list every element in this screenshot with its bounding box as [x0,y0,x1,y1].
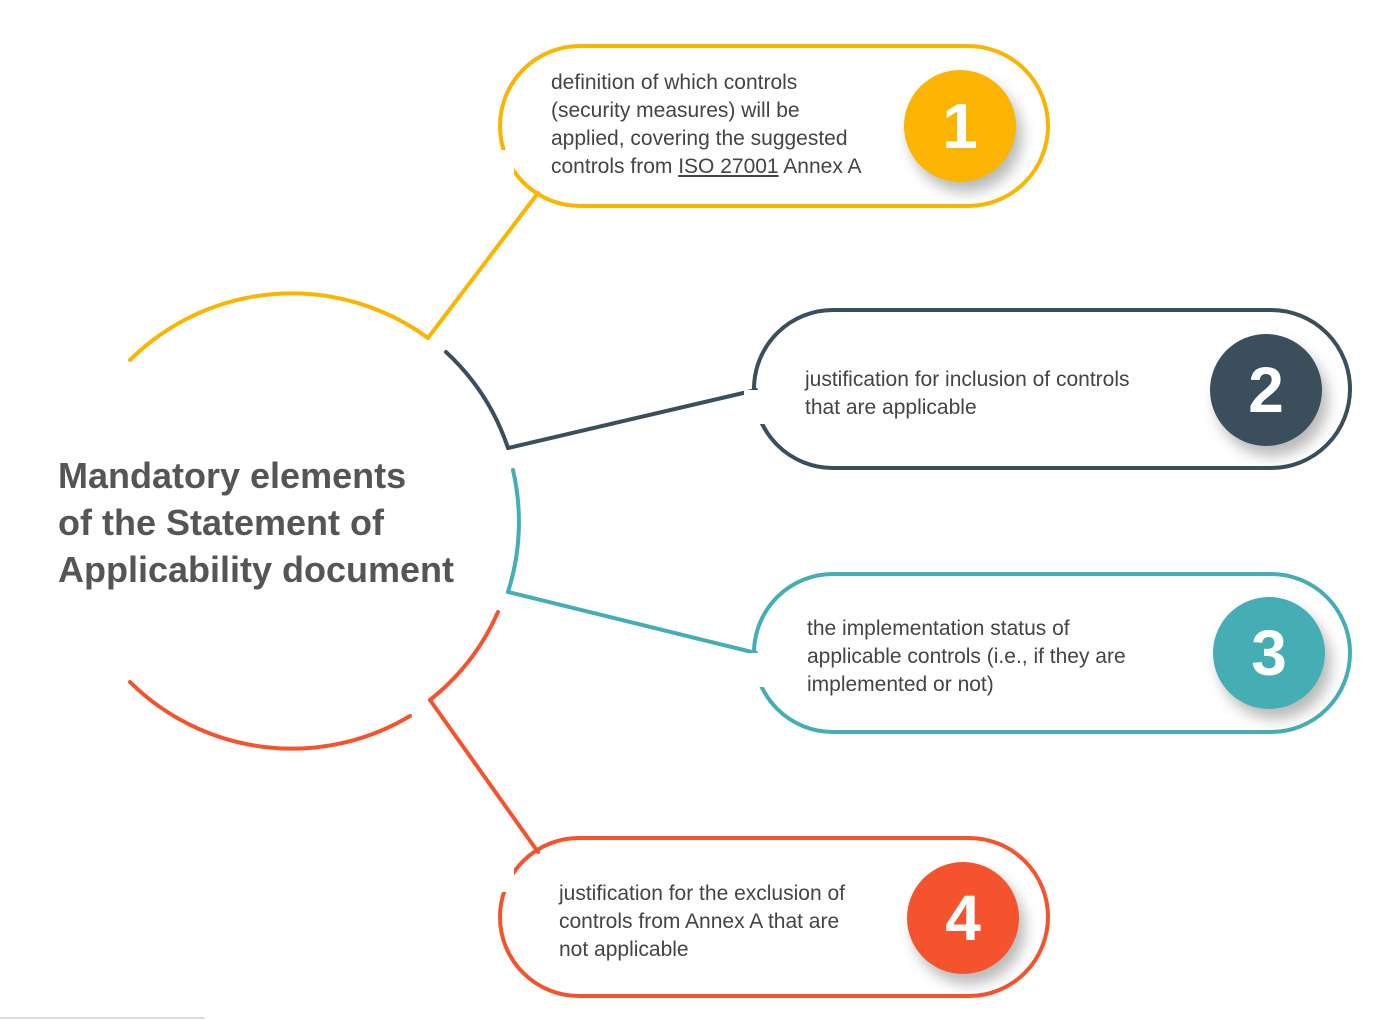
item-1-line-3: applied, covering the suggested [551,127,848,150]
title-line-3: Applicability document [58,549,455,590]
item-3-line-2: applicable controls (i.e., if they are [807,645,1126,668]
title-line-1: Mandatory elements [58,455,407,496]
number-2: 2 [1248,354,1284,426]
arc-dark [444,350,510,450]
item-1-line-2: (security measures) will be [551,99,800,122]
item-2-line-1: justification for inclusion of controls [805,368,1130,391]
pill-1 [498,44,1050,208]
diagram-title: Mandatory elements of the Statement of A… [58,452,498,593]
item-1-line-4-prefix: controls from [551,155,679,178]
item-3-line-1: the implementation status of [807,617,1070,640]
pill-4 [498,836,1050,998]
item-4-line-3: not applicable [559,938,689,961]
arc-orange-bottom [128,680,412,751]
item-2-line-2: that are applicable [805,396,977,419]
number-badge-4: 4 [907,862,1019,974]
number-badge-1: 1 [904,70,1016,182]
item-2-text: justification for inclusion of controls … [805,366,1130,422]
item-1-line-4-suffix: Annex A [778,155,862,178]
number-badge-2: 2 [1210,334,1322,446]
item-4-line-2: controls from Annex A that are [559,910,840,933]
number-4: 4 [945,882,981,954]
item-3-text: the implementation status of applicable … [807,615,1126,699]
arc-yellow [128,291,430,362]
bottom-divider [0,1017,205,1019]
connector-4 [428,698,540,854]
item-1-text: definition of which controls (security m… [551,69,862,181]
connector-3 [506,590,758,655]
number-3: 3 [1251,617,1287,689]
arc-teal [506,468,521,594]
item-4-text: justification for the exclusion of contr… [559,880,845,964]
item-1-line-1: definition of which controls [551,71,798,94]
iso-27001-link[interactable]: ISO 27001 [678,155,779,178]
connector-2 [506,388,758,450]
title-line-2: of the Statement of [58,502,385,543]
item-1-line-4: controls from ISO 27001 Annex A [551,153,862,181]
connector-1 [426,191,540,340]
item-3-line-3: implemented or not) [807,673,994,696]
arc-orange-right [428,610,500,702]
number-1: 1 [942,90,978,162]
pill-2 [752,308,1352,470]
item-4-line-1: justification for the exclusion of [559,882,845,905]
number-badge-3: 3 [1213,597,1325,709]
